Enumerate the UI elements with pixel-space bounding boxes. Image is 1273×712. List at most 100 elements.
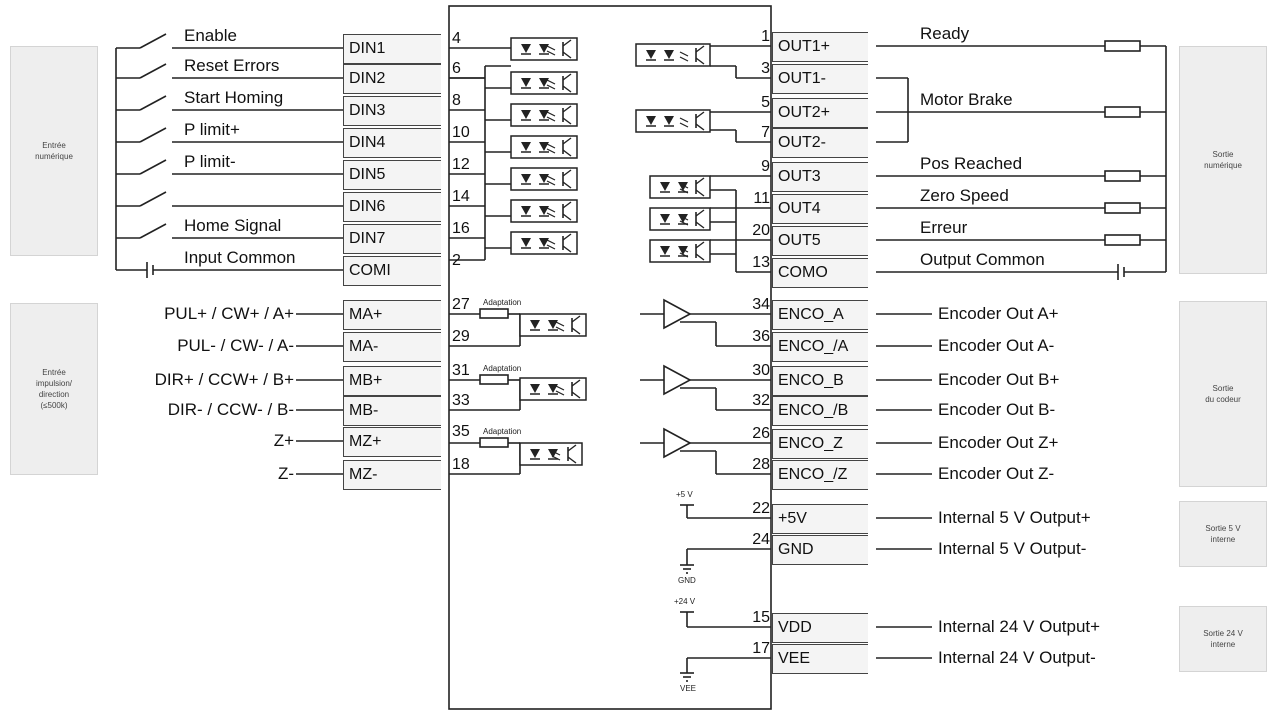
din-connector: DIN5 (343, 160, 441, 190)
enc-connector: ENCO_Z (772, 429, 868, 459)
out-connector: OUT2- (772, 128, 868, 158)
rail-label-5v: +5 V (676, 490, 693, 499)
digital-input-box: Entrée numérique (10, 46, 98, 256)
power-signal-label: Internal 24 V Output- (938, 648, 1096, 667)
din-connector: DIN3 (343, 96, 441, 126)
enc-signal-label: Encoder Out B- (938, 400, 1056, 419)
pulse-pin-number: 33 (452, 392, 470, 409)
out-signal-label: Pos Reached (920, 154, 1023, 173)
optocoupler-icon (649, 239, 711, 263)
pulse-pin-number: 31 (452, 362, 470, 379)
optocoupler-icon (635, 109, 711, 133)
din-connector: DIN7 (343, 224, 441, 254)
power-pin-number: 24 (752, 531, 770, 548)
din-signal-label: Start Homing (184, 88, 284, 107)
din-connector: DIN2 (343, 64, 441, 94)
power-connector: VDD (772, 613, 868, 643)
rail-label-gnd: GND (678, 576, 696, 585)
rail-label-vee: VEE (680, 684, 697, 693)
adaptation-label: Adaptation (483, 427, 522, 436)
pulse-signal-label: PUL+ / CW+ / A+ (164, 304, 294, 323)
enc-signal-label: Encoder Out A+ (938, 304, 1059, 323)
out-pin-number: 11 (753, 190, 770, 207)
din-pin-number: 14 (452, 188, 470, 205)
pulse-signal-label: PUL- / CW- / A- (177, 336, 294, 355)
out-connector: COMO (772, 258, 868, 288)
switch-contact (139, 63, 167, 79)
pulse-connector: MZ+ (343, 427, 441, 457)
optocoupler-icon (510, 103, 578, 127)
optocoupler-icon (510, 167, 578, 191)
power-signal-label: Internal 24 V Output+ (938, 617, 1101, 636)
switch-contact (139, 223, 167, 239)
out-connector: OUT3 (772, 162, 868, 192)
digital-output-box-label: Sortie numérique (1204, 150, 1242, 170)
enc-signal-label: Encoder Out A- (938, 336, 1055, 355)
rail-label-24v: +24 V (674, 597, 696, 606)
pulse-connector: MA- (343, 332, 441, 362)
pulse-pin-number: 35 (452, 423, 470, 440)
power-signal-label: Internal 5 V Output+ (938, 508, 1091, 527)
pulse-pin-number: 27 (452, 296, 470, 313)
out-pin-number: 5 (761, 94, 770, 111)
optocoupler-icon (510, 199, 578, 223)
internal-5v-box-label: Sortie 5 V interne (1205, 524, 1241, 544)
enc-pin-number: 34 (752, 296, 770, 313)
din-pin-number: 10 (452, 124, 470, 141)
pulse-connector: MB- (343, 396, 441, 426)
out-connector: OUT1- (772, 64, 868, 94)
enc-pin-number: 30 (752, 362, 770, 379)
pulse-pin-number: 18 (452, 456, 470, 473)
power-connector: VEE (772, 644, 868, 674)
optocoupler-icon (519, 313, 587, 337)
pulse-signal-label: Z+ (273, 431, 294, 450)
power-connector: GND (772, 535, 868, 565)
pulse-input-box: Entrée impulsion/ direction (≤500k) (10, 303, 98, 475)
enc-connector: ENCO_B (772, 366, 868, 396)
digital-output-box: Sortie numérique (1179, 46, 1267, 274)
optocoupler-icon (519, 442, 583, 466)
switch-contact (139, 127, 167, 143)
optocoupler-icon (510, 135, 578, 159)
power-connector: +5V (772, 504, 868, 534)
power-pin-number: 15 (752, 609, 770, 626)
optocoupler-icon (510, 37, 578, 61)
enc-signal-label: Encoder Out Z+ (938, 433, 1059, 452)
pulse-pin-number: 29 (452, 328, 470, 345)
out-pin-number: 20 (752, 222, 770, 239)
din-pin-number: 2 (452, 252, 461, 269)
enc-pin-number: 36 (752, 328, 770, 345)
switch-contact (139, 33, 167, 49)
internal-24v-box: Sortie 24 V interne (1179, 606, 1267, 672)
out-pin-number: 13 (752, 254, 770, 271)
adaptation-label: Adaptation (483, 298, 522, 307)
pulse-signal-label: Z- (277, 464, 294, 483)
optocoupler-icon (635, 43, 711, 67)
out-connector: OUT4 (772, 194, 868, 224)
enc-connector: ENCO_/Z (772, 460, 868, 490)
out-signal-label: Output Common (920, 250, 1045, 269)
din-connector: COMI (343, 256, 441, 286)
out-pin-number: 9 (761, 158, 770, 175)
internal-5v-box: Sortie 5 V interne (1179, 501, 1267, 567)
enc-pin-number: 28 (752, 456, 770, 473)
pulse-input-box-label: Entrée impulsion/ direction (≤500k) (35, 368, 72, 410)
power-pin-number: 22 (752, 500, 770, 517)
enc-connector: ENCO_/B (772, 396, 868, 426)
out-connector: OUT2+ (772, 98, 868, 128)
enc-connector: ENCO_/A (772, 332, 868, 362)
out-connector: OUT5 (772, 226, 868, 256)
internal-24v-box-label: Sortie 24 V interne (1203, 629, 1243, 649)
out-pin-number: 1 (761, 28, 770, 45)
optocoupler-icon (510, 231, 578, 255)
din-pin-number: 4 (452, 30, 461, 47)
optocoupler-icon (519, 377, 587, 401)
din-pin-number: 12 (452, 156, 470, 173)
encoder-output-box: Sortie du codeur (1179, 301, 1267, 487)
out-pin-number: 7 (761, 124, 770, 141)
enc-pin-number: 32 (752, 392, 770, 409)
power-signal-label: Internal 5 V Output- (938, 539, 1087, 558)
optocoupler-icon (649, 207, 711, 231)
pulse-connector: MB+ (343, 366, 441, 396)
